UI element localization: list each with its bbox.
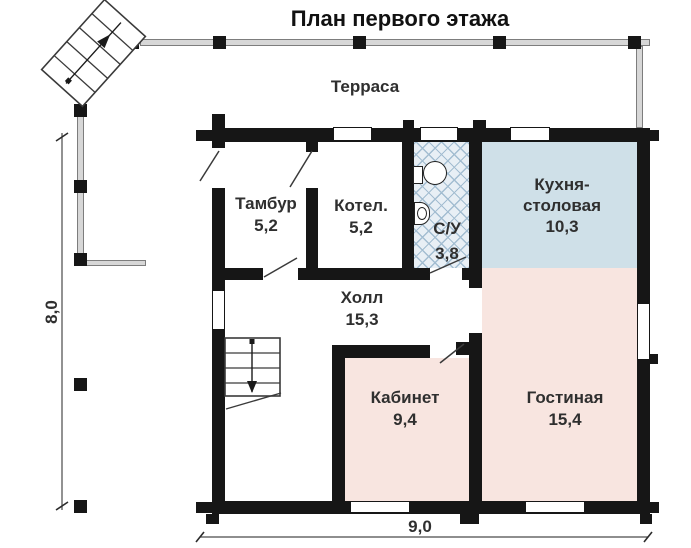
railing-post: [74, 253, 87, 266]
terrace-label: Терраса: [330, 77, 400, 96]
room-name: С/У: [433, 219, 461, 238]
room-label-kabinet: Кабинет 9,4: [342, 387, 468, 431]
wall-kitchen-west: [469, 142, 482, 288]
study-region: [345, 358, 469, 501]
log-end: [196, 502, 212, 513]
room-name: Гостиная: [526, 388, 604, 407]
log-end: [196, 130, 212, 141]
window-right-living: [637, 303, 650, 360]
railing-post: [493, 36, 506, 49]
log-end: [206, 514, 219, 524]
railing-post: [74, 180, 87, 193]
railing-post: [213, 36, 226, 49]
window-bottom-living: [525, 501, 585, 513]
railing-post: [74, 378, 87, 391]
kitchen-region: [482, 142, 637, 268]
room-area: 5,2: [254, 216, 278, 235]
wall-left-segment: [212, 188, 225, 290]
room-area: 10,3: [545, 217, 579, 236]
wall-tambur-kotel: [306, 188, 318, 280]
wall-study-west: [332, 345, 345, 501]
wall-study-east: [469, 333, 482, 501]
log-end: [460, 514, 479, 524]
dimension-width-label: 9,0: [408, 517, 432, 536]
door-swing-bathroom: [429, 256, 467, 274]
room-area: 5,2: [349, 218, 373, 237]
toilet-tank-icon: [413, 166, 423, 184]
log-end: [403, 120, 414, 128]
door-swing-entrance: [199, 150, 220, 182]
wall-segment: [306, 142, 318, 152]
room-label-su: С/У 3,8: [414, 216, 480, 266]
wall-hall-north: [225, 268, 263, 280]
railing-post: [74, 500, 87, 513]
railing-post: [628, 36, 641, 49]
window-top-kitchen: [510, 127, 550, 141]
log-end: [650, 130, 659, 141]
room-area: 15,3: [345, 310, 379, 329]
wall-study-north: [332, 345, 430, 358]
railing-post: [353, 36, 366, 49]
room-label-kotel: Котел. 5,2: [306, 195, 416, 239]
wall-bathroom-left: [402, 142, 414, 280]
room-name: Кухня-столовая: [522, 175, 602, 215]
sink-bowl-icon: [417, 207, 427, 220]
room-name: Холл: [340, 288, 384, 307]
window-bottom-study: [350, 501, 410, 513]
wall-left-segment: [212, 128, 225, 148]
door-swing-study: [439, 343, 465, 364]
log-end: [650, 354, 658, 364]
room-area: 15,4: [548, 410, 582, 429]
room-name: Кабинет: [370, 388, 440, 407]
room-label-gostinaya: Гостиная 15,4: [502, 387, 628, 431]
page-title: План первого этажа: [290, 6, 510, 31]
room-name: Тамбур: [235, 194, 297, 213]
room-area: 9,4: [393, 410, 417, 429]
door-swing-tambur: [263, 257, 298, 278]
log-end: [473, 120, 486, 128]
interior-stairs-icon: [224, 337, 282, 410]
room-name: Котел.: [334, 196, 388, 215]
wall-left-segment: [212, 330, 225, 514]
living-room-region: [482, 268, 637, 501]
exterior-stairs-icon: [40, 0, 147, 108]
dimension-height-label: 8,0: [42, 300, 61, 324]
log-end: [640, 514, 652, 524]
log-end: [212, 114, 225, 128]
window-left-hall: [212, 290, 225, 330]
log-end: [650, 502, 659, 513]
dimension-width-line: [195, 531, 653, 543]
toilet-icon: [423, 161, 447, 185]
room-label-hall: Холл 15,3: [307, 287, 417, 331]
wall-segment: [456, 342, 469, 355]
room-label-kitchen: Кухня-столовая 10,3: [498, 174, 626, 237]
dimension-height-line: [55, 132, 69, 511]
room-area: 3,8: [435, 244, 459, 263]
railing-post: [74, 104, 87, 117]
room-label-tambur: Тамбур 5,2: [211, 193, 321, 237]
window-top-boiler: [333, 127, 372, 141]
door-swing-boiler: [289, 150, 313, 188]
wall-hall-north: [298, 268, 430, 280]
window-top-bathroom: [420, 127, 458, 141]
